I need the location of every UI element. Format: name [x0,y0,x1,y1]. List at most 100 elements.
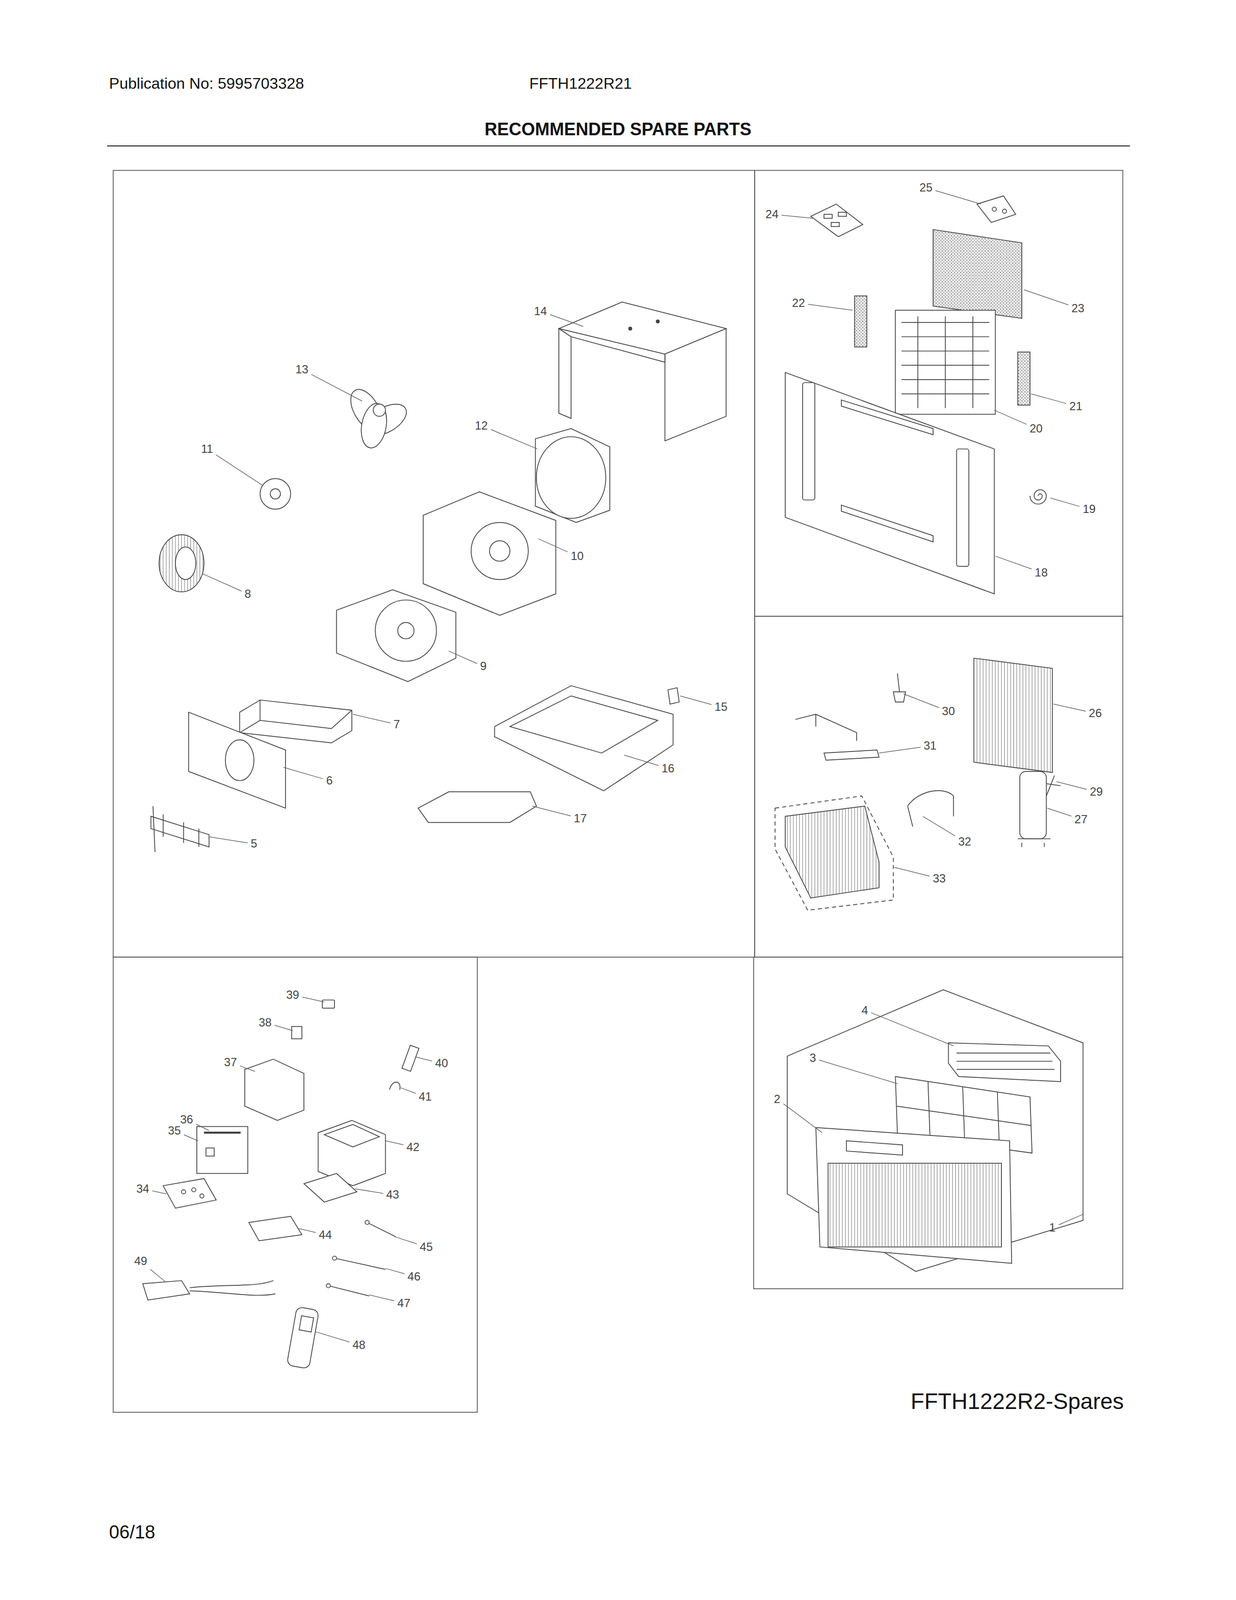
leader-line [315,1331,350,1342]
leader-line [415,1056,432,1061]
leader-line [216,454,264,486]
leader-line [283,767,324,779]
leader-line [1030,393,1067,404]
model-number: FFTH1222R21 [529,75,633,93]
callout-number: 37 [223,1055,238,1069]
leader-line [1047,808,1072,817]
leader-line [352,713,391,723]
leader-line [302,996,325,1002]
leader-line [400,1087,416,1094]
leader-line [922,816,956,837]
leader-line [1050,497,1080,507]
callout-number: 2 [774,1092,781,1105]
callout-number: 15 [714,700,728,714]
callout-number: 10 [570,549,584,563]
leader-line [208,836,248,843]
callout-number: 34 [136,1182,150,1195]
leader-line [239,1065,255,1072]
callout-number: 30 [941,704,955,718]
callout-number: 17 [573,811,587,825]
callout-number: 43 [386,1188,400,1201]
callout-number: 32 [958,835,972,848]
callout-number: 46 [407,1269,421,1283]
leader-line [196,1124,210,1131]
callout-number: 42 [406,1140,420,1153]
callout-number: 25 [919,181,933,194]
callout-number: 21 [1069,399,1083,412]
callout-number: 18 [1034,565,1048,579]
callout-number: 19 [1082,502,1096,516]
leader-line [903,693,939,708]
leader-line [1023,289,1069,305]
leader-line [1058,1213,1083,1225]
callout-number: 11 [201,442,214,456]
callout-number: 47 [397,1296,411,1309]
callout-number: 16 [661,761,675,775]
callout-number: 31 [923,739,937,752]
leader-line [624,754,659,765]
callout-number: 41 [418,1090,432,1103]
callout-number: 36 [180,1112,194,1126]
leader-line [298,1228,316,1233]
callout-number: 9 [480,659,487,673]
callout-number: 27 [1074,812,1088,826]
callout-number: 29 [1089,785,1103,798]
callout-number: 8 [244,587,252,601]
leader-line [1056,781,1087,790]
callout-number: 13 [295,363,309,376]
diagram-caption: FFTH1222R2-Spares [910,1388,1125,1413]
callout-number: 40 [435,1056,449,1070]
leader-line [385,1267,405,1274]
callout-number: 44 [318,1227,333,1241]
leader-line [550,314,584,327]
leader-line [354,1188,383,1193]
publication-number: Publication No: 5995703328 [109,75,304,93]
callout-number: 6 [326,774,333,787]
leader-line [819,1059,898,1084]
revision-date: 06/18 [109,1521,156,1543]
leader-line [995,555,1032,570]
callout-number: 1 [1049,1220,1056,1234]
callout-number: 20 [1029,422,1043,435]
leader-line [879,746,921,753]
leader-line [783,1103,823,1133]
leader-line [202,573,242,591]
leader-line [394,1236,417,1244]
callout-number: 4 [861,1003,868,1016]
leader-line [538,538,568,552]
leader-line [1053,703,1086,712]
leader-line [150,1268,166,1282]
leader-line [680,695,712,705]
callout-number: 12 [475,418,489,432]
callout-number: 39 [285,988,300,1001]
callout-number: 14 [534,304,548,318]
leader-line [871,1012,954,1046]
callout-number: 45 [419,1240,433,1253]
callout-number: 23 [1071,301,1085,315]
callout-number: 22 [792,296,806,310]
callout-number: 33 [932,871,946,885]
callout-number: 5 [250,837,257,850]
callout-number: 24 [765,207,779,221]
leader-line [532,806,571,816]
callout-number: 3 [809,1051,816,1064]
leader-line [491,429,538,449]
leader-line [808,304,853,311]
leader-line [369,1294,395,1301]
leader-line [781,215,814,219]
callout-number: 49 [134,1254,148,1268]
leader-line [994,410,1027,425]
leader-line [274,1025,293,1031]
leader-line [448,650,478,664]
leader-line [311,374,362,401]
callout-number: 35 [167,1124,181,1137]
leader-line [183,1134,198,1141]
page-title: RECOMMENDED SPARE PARTS [484,119,752,140]
leader-line [152,1190,167,1194]
callout-number: 26 [1088,706,1102,720]
leader-line [935,190,982,205]
leader-line [894,867,930,876]
callout-number: 48 [352,1338,366,1351]
callout-number: 38 [258,1015,272,1029]
